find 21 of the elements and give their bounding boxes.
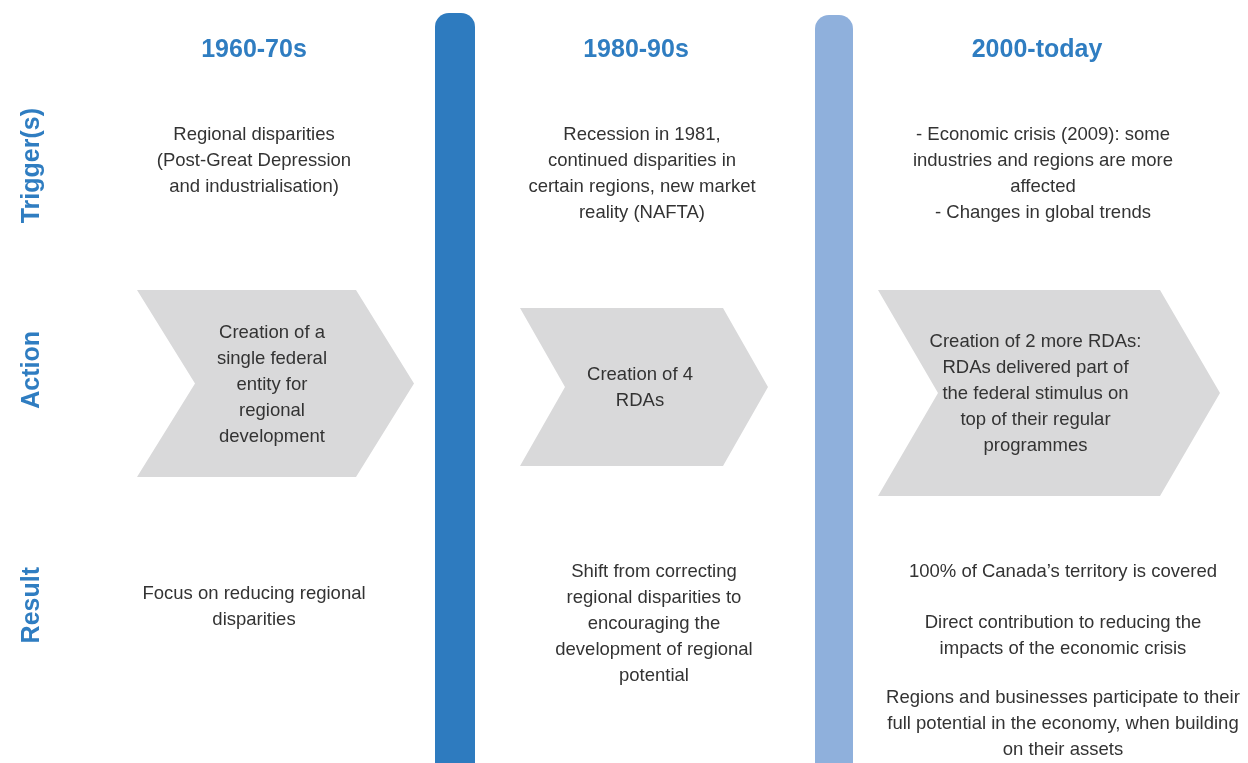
row-heading: Action	[15, 331, 45, 409]
result-text: Direct contribution to reducing the impacts of the economic crisis	[923, 610, 1203, 660]
result-text: Shift from correcting regional disparities to encouraging the development of regional potential	[554, 559, 754, 687]
result-text: 100% of Canada’s territory is covered	[907, 559, 1219, 583]
action-text: RDAs delivered part of the federal stimulus on top of their regular programmes	[941, 355, 1130, 457]
trigger-text: Regional disparities (Post-Great Depression and industrialisation)	[155, 122, 353, 198]
timeline-bar	[435, 13, 475, 763]
column-heading: 1960-70s	[200, 33, 308, 63]
action-text: Creation of 4 RDAs	[586, 362, 694, 412]
timeline-bar	[815, 15, 853, 763]
column-heading: 1980-90s	[582, 33, 690, 63]
row-heading: Trigger(s)	[15, 107, 45, 223]
trigger-text: - Changes in global trends	[934, 200, 1152, 224]
result-text: Focus on reducing regional disparities	[141, 581, 367, 631]
trigger-text: - Economic crisis (2009): some industries and regions are more affected	[911, 122, 1175, 198]
result-text: Regions and businesses participate to their full potential in the economy, when building on their assets	[885, 685, 1241, 761]
action-text: Creation of 2 more RDAs:	[928, 329, 1143, 353]
column-heading: 2000-today	[970, 33, 1104, 63]
row-heading: Result	[15, 567, 45, 644]
action-text: Creation of a single federal entity for regional development	[215, 319, 328, 448]
trigger-text: Recession in 1981, continued disparities in certain regions, new market reality (NAFTA)	[527, 122, 757, 224]
